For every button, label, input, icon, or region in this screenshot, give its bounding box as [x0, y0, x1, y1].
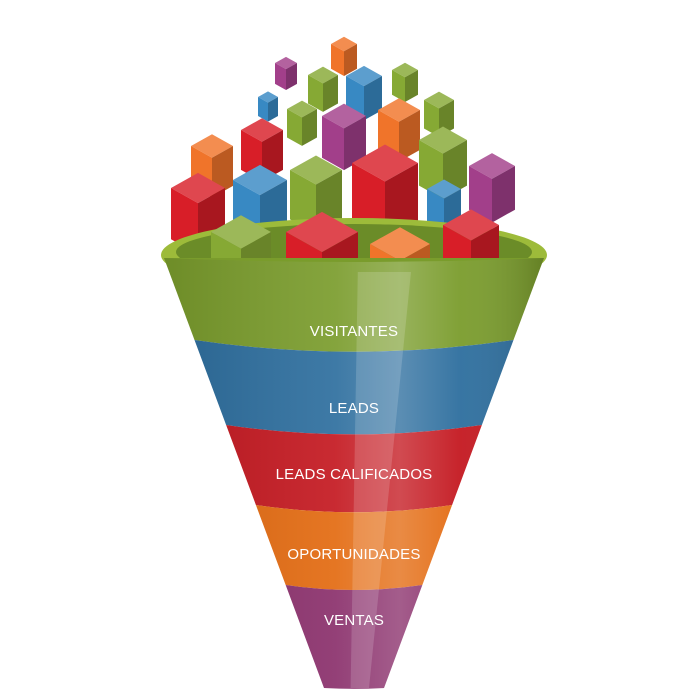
green-cube	[308, 66, 338, 112]
purple-cube	[322, 103, 366, 171]
purple-cube	[469, 153, 515, 223]
green-cube	[290, 155, 342, 234]
green-cube	[287, 100, 317, 146]
funnel: VISITANTES LEADS LEADS CALIFICADOS OPORTUNI…	[161, 209, 547, 691]
funnel-stage-label: VISITANTES	[310, 323, 398, 340]
funnel-center-glow	[350, 272, 411, 688]
funnel-stage-label: LEADS CALIFICADOS	[276, 466, 433, 483]
funnel-stage-label: LEADS	[329, 400, 379, 417]
purple-cube	[275, 56, 297, 91]
funnel-stage-label: VENTAS	[324, 612, 384, 629]
green-cube	[392, 62, 418, 102]
red-cube	[241, 118, 283, 182]
funnel-highlight	[164, 258, 544, 691]
funnel-stage-label: OPORTUNIDADES	[287, 546, 420, 563]
blue-cube	[258, 91, 278, 122]
orange-cube	[331, 36, 357, 76]
